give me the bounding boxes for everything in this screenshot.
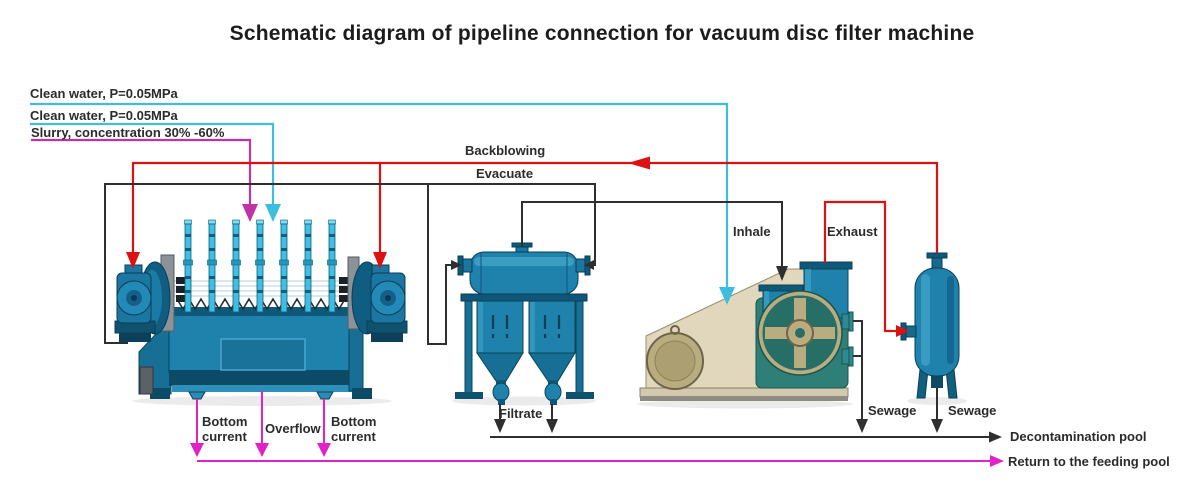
diagram-title: Schematic diagram of pipeline connection…	[229, 22, 975, 45]
label-backblowing: Backblowing	[465, 143, 546, 158]
pipe-pump-sewage	[853, 320, 863, 420]
silencer-tank	[900, 252, 967, 405]
filter-end-stack-right	[339, 277, 348, 302]
label-return-feeding-pool: Return to the feeding pool	[1008, 454, 1170, 469]
filter-end-stack-left	[176, 277, 185, 302]
label-decontamination-pool: Decontamination pool	[1010, 429, 1147, 444]
clean-water-arrows	[265, 204, 735, 305]
filter-distributor-pipes	[183, 219, 337, 313]
pipe-receiver-to-pump	[521, 201, 783, 267]
label-evacuate: Evacuate	[476, 166, 534, 181]
pipe-clean-water-1	[30, 102, 729, 288]
pipe-clean-water-2	[30, 122, 275, 206]
label-filtrate: Filtrate	[499, 406, 543, 421]
label-slurry: Slurry, concentration 30% -60%	[31, 125, 225, 140]
slurry-pipe	[31, 138, 252, 206]
filter-left-drum	[114, 254, 175, 342]
filter-inset-panel	[220, 338, 306, 371]
receiver-tank-right	[528, 300, 576, 354]
label-bottom-current-left: Bottom current	[202, 414, 248, 444]
label-inhale: Inhale	[733, 224, 771, 239]
black-arrows	[451, 260, 1002, 443]
label-clean-water-2: Clean water, P=0.05MPa	[30, 108, 178, 123]
pipe-backblowing	[131, 161, 939, 254]
return-arrows	[190, 443, 1004, 467]
filter-right-drum	[347, 256, 408, 342]
disc-filter-machine	[114, 219, 408, 406]
return-pipes	[196, 391, 991, 462]
filter-outlet-left	[188, 391, 206, 400]
pipe-exhaust	[823, 200, 897, 333]
pipe-evacuate-branch	[427, 184, 452, 345]
label-bottom-current-right: Bottom current	[331, 414, 377, 444]
vacuum-pump-unit	[637, 261, 854, 409]
slurry-arrow	[242, 204, 258, 222]
receiver-valve-right	[544, 382, 562, 402]
receiver-tank-left	[476, 300, 524, 354]
red-arrows	[126, 156, 909, 337]
label-overflow: Overflow	[265, 421, 321, 436]
label-exhaust: Exhaust	[827, 224, 878, 239]
clean-water-pipes	[30, 102, 729, 288]
filter-outlet-right	[316, 391, 334, 400]
backblowing-exhaust-pipes	[131, 161, 939, 333]
filtrate-receiver	[452, 242, 596, 406]
label-clean-water-1: Clean water, P=0.05MPa	[30, 86, 178, 101]
receiver-valve-left	[492, 382, 510, 402]
label-sewage-tank: Sewage	[948, 403, 997, 418]
label-sewage-pump: Sewage	[868, 403, 917, 418]
